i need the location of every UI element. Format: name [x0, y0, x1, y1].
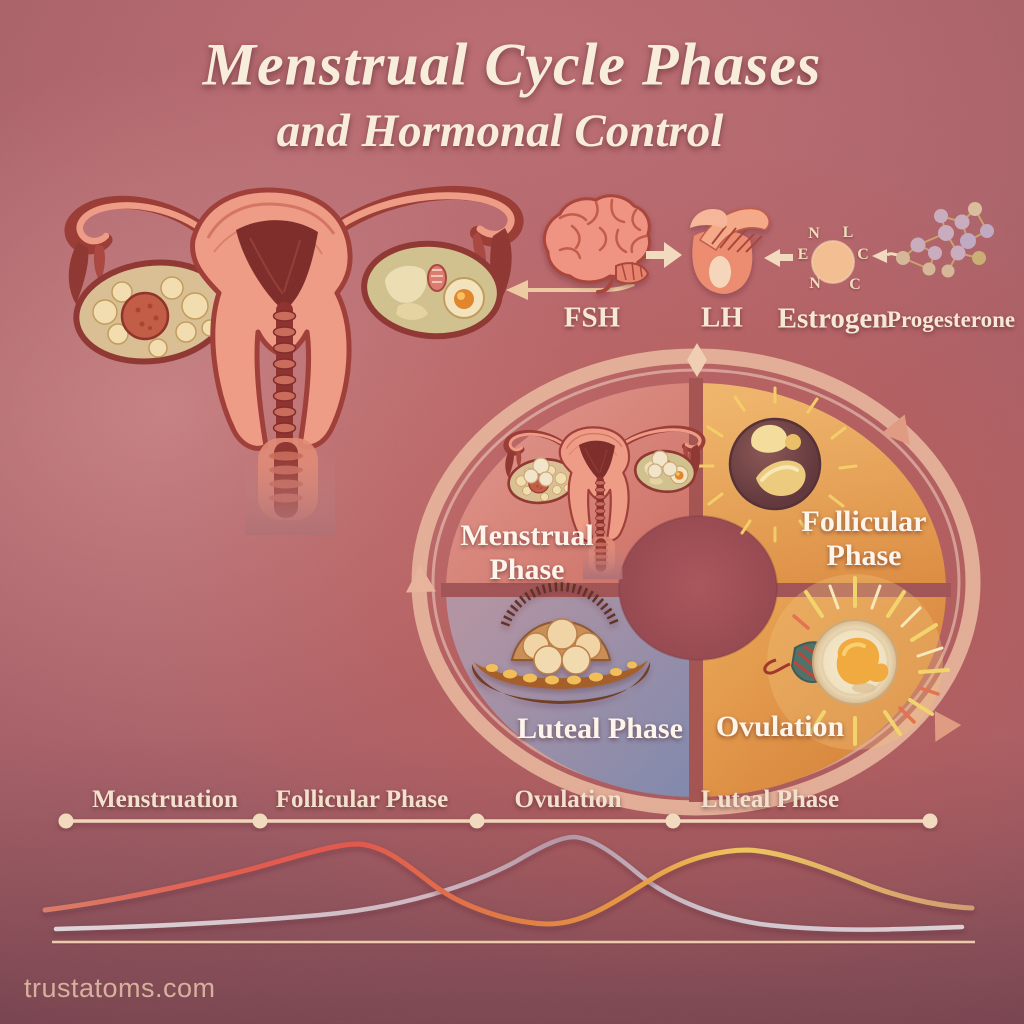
progesterone-label: Progesterone — [886, 307, 1016, 332]
watermark: trustatoms.com — [24, 973, 216, 1003]
menstrual-phase-label-line2: Phase — [489, 553, 565, 586]
ovulation-label: Ovulation — [715, 710, 845, 743]
menstrual-phase-label-line1: Menstrual — [460, 519, 594, 552]
page-title: Menstrual Cycle Phases — [202, 31, 822, 98]
estrogen-letter-n2: N — [809, 275, 821, 292]
timeline-label-follicular: Follicular Phase — [275, 786, 449, 813]
estrogen-letter-c1: C — [857, 246, 869, 263]
timeline-label-luteal: Luteal Phase — [700, 786, 840, 813]
estrogen-letter-l: L — [842, 224, 854, 241]
estrogen-letter-e: E — [797, 246, 809, 263]
timeline-label-menstruation: Menstruation — [92, 786, 238, 813]
luteal-phase-label: Luteal Phase — [517, 712, 683, 745]
lh-label: LH — [701, 301, 743, 334]
estrogen-letter-n1: N — [808, 225, 820, 242]
estrogen-letter-c2: C — [849, 276, 861, 293]
page-subtitle: and Hormonal Control — [276, 105, 724, 157]
timeline-label-ovulation: Ovulation — [514, 786, 622, 813]
follicular-phase-label-line1: Follicular — [801, 505, 927, 538]
fsh-label: FSH — [563, 301, 621, 334]
follicular-phase-label-line2: Phase — [826, 539, 902, 572]
estrogen-label: Estrogen — [777, 302, 889, 335]
